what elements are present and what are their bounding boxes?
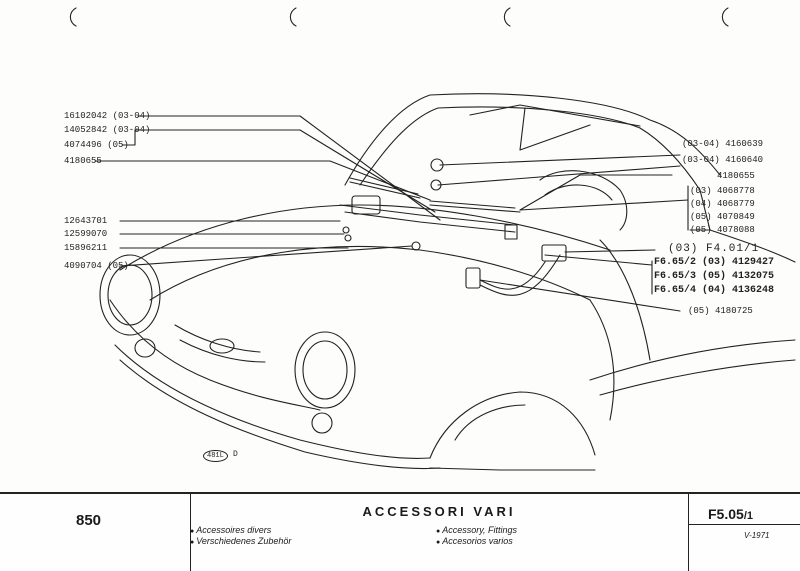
page-code-main: F5.05 (708, 506, 744, 522)
part-label-4180725: (05) 4180725 (688, 306, 753, 316)
drawing-stamp: 481L (203, 450, 228, 462)
part-label-16102042: 16102042 (03-04) (64, 111, 151, 121)
description-french: Accessoires divers (190, 525, 271, 535)
part-label-4129427: F6.65/2 (03) 4129427 (654, 257, 775, 268)
part-label-4180655-right: 4180655 (717, 171, 755, 181)
edition-date: V-1971 (744, 531, 770, 540)
code-divider (688, 524, 800, 525)
page-code-cell: F5.05/1 V-1971 (688, 494, 800, 571)
part-label-12643701: 12643701 (64, 216, 108, 226)
part-label-4070849: (05) 4070849 (690, 212, 755, 222)
part-label-4160640: (03-04) 4160640 (682, 155, 764, 165)
binder-hole-3 (503, 7, 511, 27)
binder-hole-4 (721, 7, 729, 27)
part-label-4068779: (04) 4068779 (690, 199, 755, 209)
part-label-4090704: 4090704 (05) (64, 261, 129, 271)
part-label-4074496: 4074496 (05) (64, 140, 129, 150)
title-block: 850 ACCESSORI VARI Accessoires divers Ve… (0, 492, 800, 571)
part-label-12599070: 12599070 (64, 229, 108, 239)
description-german: Verschiedenes Zubehör (190, 536, 291, 546)
description-cell: ACCESSORI VARI Accessoires divers Versch… (190, 494, 689, 571)
car-accessory-diagram (69, 7, 796, 471)
binder-hole-1 (69, 7, 77, 27)
page-code: F5.05/1 (708, 506, 753, 522)
part-label-4078088: (05) 4078088 (690, 225, 755, 235)
description-english: Accessory, Fittings (436, 525, 517, 535)
part-label-4132075: F6.65/3 (05) 4132075 (654, 271, 775, 282)
model-cell: 850 (0, 494, 191, 571)
section-title: ACCESSORI VARI (362, 504, 516, 519)
part-label-4160639: (03-04) 4160639 (682, 139, 764, 149)
page-code-suffix: /1 (743, 510, 753, 522)
part-label-4180655-left: 4180655 (64, 156, 102, 166)
binder-hole-2 (289, 7, 297, 27)
part-label-4136248: F6.65/4 (04) 4136248 (654, 285, 775, 296)
model-number: 850 (76, 512, 102, 529)
drawing-stamp-suffix: D (233, 450, 238, 459)
description-spanish: Accesorios varios (436, 536, 513, 546)
part-label-4068778: (03) 4068778 (690, 186, 755, 196)
part-label-15896211: 15896211 (64, 243, 108, 253)
reference-f4-01-1: (03) F4.01/1 (668, 243, 760, 255)
part-label-14052842: 14052842 (03-04) (64, 125, 151, 135)
